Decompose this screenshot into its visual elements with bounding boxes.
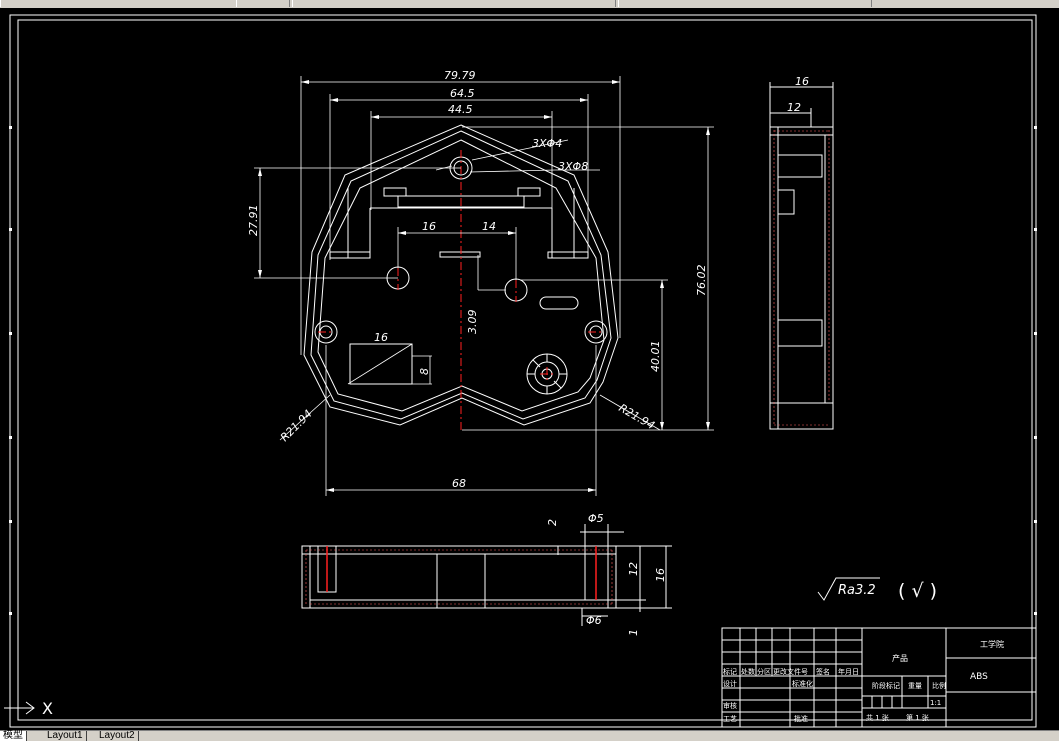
side-hatching xyxy=(773,130,830,426)
tb-sheet-no: 第 1 张 xyxy=(906,713,929,722)
toolbar-segment[interactable] xyxy=(618,0,872,7)
toolbar-segment[interactable] xyxy=(0,0,237,7)
toolbar-segment[interactable] xyxy=(292,0,616,7)
dim-section-h-total: 16 xyxy=(654,568,667,582)
dim-section-h-inner: 12 xyxy=(627,562,640,576)
dim-side-total: 16 xyxy=(795,75,809,88)
tb-standardize: 标准化 xyxy=(792,679,813,688)
tb-process: 工艺 xyxy=(723,715,737,723)
dim-section-bottom: 1 xyxy=(627,629,640,636)
dim-hole-small: 3XΦ4 xyxy=(532,137,562,150)
sheet-frame xyxy=(9,14,1037,728)
title-block-text: 标记 处数 分区 更改文件号 签名 年月日 设计 标准化 审核 工艺 批准 阶段… xyxy=(723,639,1004,723)
frame-ticks xyxy=(9,126,1037,615)
tb-col-date: 年月日 xyxy=(838,667,859,676)
drawing-canvas[interactable]: 79.79 64.5 44.5 3XΦ4 3XΦ8 27.91 16 14 3.… xyxy=(0,8,1059,730)
dim-right-lower: 40.01 xyxy=(649,341,662,373)
tb-total-sheets: 共 1 张 xyxy=(866,713,889,722)
roughness-symbol: Ra3.2 ( √ ) xyxy=(817,577,937,602)
tb-product: 产品 xyxy=(892,653,908,663)
toolbar-segment[interactable] xyxy=(236,0,290,7)
dim-bottom-width: 68 xyxy=(452,477,466,490)
centerlines xyxy=(318,150,604,430)
dim-radius-right: R21.94 xyxy=(617,401,657,432)
dim-side-inner: 12 xyxy=(787,101,801,114)
tb-col-sign: 签名 xyxy=(816,667,830,676)
dim-right-height: 76.02 xyxy=(695,265,708,297)
dim-left-height: 27.91 xyxy=(247,205,260,237)
viewport-edge xyxy=(1039,8,1059,730)
tb-material: ABS xyxy=(970,672,988,682)
cad-drawing: 79.79 64.5 44.5 3XΦ4 3XΦ8 27.91 16 14 3.… xyxy=(4,14,1037,728)
dim-section-wall: 2 xyxy=(546,519,559,526)
section-centerlines xyxy=(326,546,597,600)
tb-review: 审核 xyxy=(723,701,737,710)
dim-radius-left: R21.94 xyxy=(278,407,315,444)
side-labels: 16 12 xyxy=(787,75,809,114)
dim-center-right: 14 xyxy=(482,220,496,233)
check-mark: ( √ ) xyxy=(898,580,937,602)
dimension-arrows xyxy=(258,80,710,492)
side-view[interactable] xyxy=(769,82,834,430)
dimension-lines xyxy=(254,76,714,496)
dim-slot-height: 8 xyxy=(418,368,431,375)
roughness-value: Ra3.2 xyxy=(838,583,876,598)
ucs-x-label: X xyxy=(42,699,53,718)
tb-design: 设计 xyxy=(723,679,737,688)
dim-section-dia-bottom: Φ6 xyxy=(586,614,602,627)
tb-weight: 重量 xyxy=(908,682,922,690)
drawing-border xyxy=(17,19,1033,721)
tb-col-count: 处数 xyxy=(741,667,755,676)
dim-hole-large: 3XΦ8 xyxy=(558,160,588,173)
ucs-icon xyxy=(4,701,35,715)
layout-tabs: 模型 Layout1 Layout2 xyxy=(0,730,1059,741)
tab-model[interactable]: 模型 xyxy=(0,731,27,741)
dim-top-inner: 44.5 xyxy=(448,103,473,116)
title-block xyxy=(721,627,1037,728)
tab-layout1[interactable]: Layout1 xyxy=(44,731,87,741)
dim-top-overall: 79.79 xyxy=(444,69,476,82)
tb-stage-mark: 阶段标记 xyxy=(872,681,900,690)
tb-approve: 批准 xyxy=(794,714,808,723)
dim-section-dia-top: Φ5 xyxy=(588,512,604,525)
tab-layout2[interactable]: Layout2 xyxy=(96,731,139,741)
dim-top-mid: 64.5 xyxy=(450,87,475,100)
section-hatching xyxy=(305,549,613,605)
tb-col-change-doc: 更改文件号 xyxy=(773,667,808,676)
tb-col-zone: 分区 xyxy=(757,667,771,676)
dim-center-vertical: 3.09 xyxy=(466,310,479,335)
tb-school: 工学院 xyxy=(980,639,1004,649)
section-view[interactable] xyxy=(301,524,672,626)
dim-slot-width: 16 xyxy=(374,331,388,344)
tb-col-mark: 标记 xyxy=(723,667,737,676)
tb-scale: 比例 xyxy=(932,681,946,690)
tb-scale-value: 1:1 xyxy=(930,699,941,707)
dim-center-left: 16 xyxy=(422,220,436,233)
section-labels: Φ5 2 Φ6 12 16 1 xyxy=(546,512,667,636)
